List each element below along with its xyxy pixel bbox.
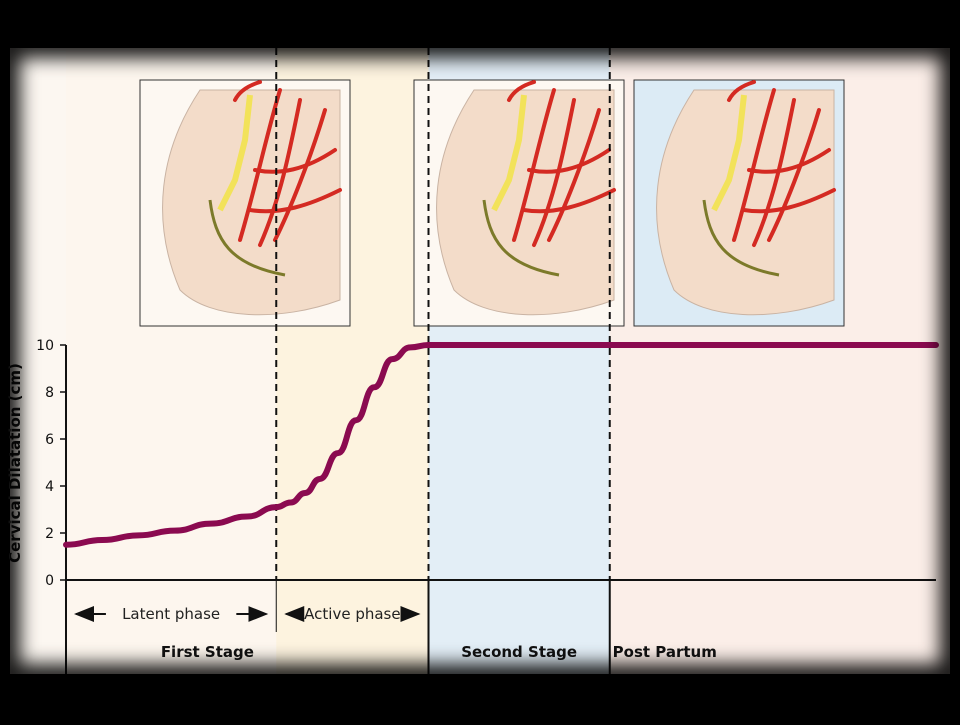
blood-vessel [547,108,601,242]
y-axis-title: Cervical Dilatation (cm) [6,363,24,563]
anatomy-illustration-3 [633,79,845,327]
blood-vessel [527,148,611,174]
y-tick-label-4: 4 [45,479,54,495]
pudendal-nerve [482,199,560,277]
phase-label-1: Active phase [304,605,400,623]
blood-vessel [732,88,776,242]
stage-label-0: First Stage [161,643,254,661]
anatomy-illustration-2 [413,79,625,327]
y-tick-label-0: 0 [45,573,54,589]
blood-vessel [248,188,342,214]
pudendal-nerve [208,199,286,277]
blood-vessel [512,88,556,242]
blood-vessel [742,188,836,214]
blood-vessel [747,148,831,174]
phase-label-0: Latent phase [122,605,220,623]
blood-vessel [752,98,796,247]
y-tick-label-6: 6 [45,432,54,448]
y-axis-area [10,48,66,674]
blood-vessel [238,88,282,242]
stage-label-2: Post Partum [613,643,717,661]
stage-label-1: Second Stage [461,643,577,661]
blood-vessel [532,98,576,247]
blood-vessel [507,80,536,102]
blood-vessel [258,98,302,247]
y-tick-label-2: 2 [45,526,54,542]
pudendal-nerve [702,199,780,277]
nerve-bundle [491,94,527,212]
blood-vessel [273,108,327,242]
blood-vessel [522,188,616,214]
y-tick-label-10: 10 [36,338,54,354]
nerve-bundle [217,94,253,212]
blood-vessel [253,148,337,174]
y-tick-label-8: 8 [45,385,54,401]
blood-vessel [727,80,756,102]
dilatation-curve [63,341,939,548]
anatomy-illustration-1 [139,79,351,327]
blood-vessel [767,108,821,242]
blood-vessel [233,80,262,102]
nerve-bundle [711,94,747,212]
